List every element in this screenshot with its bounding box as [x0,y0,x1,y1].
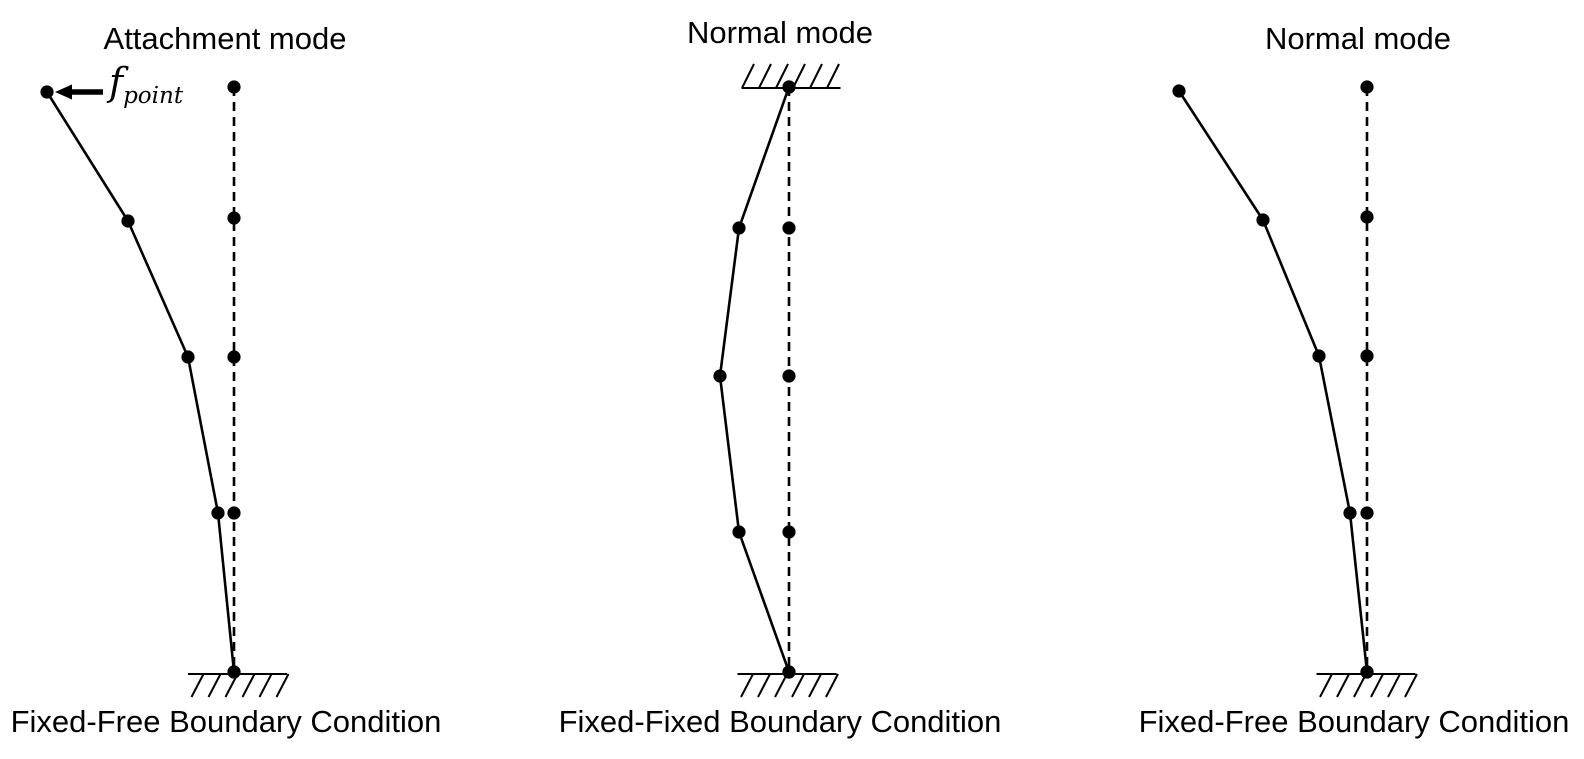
panel-left [40,80,290,698]
hatch-stroke [775,63,789,89]
undeformed-node-dot [1360,349,1374,363]
force-subscript: point [123,83,184,109]
panel-title-middle: Normal mode [686,15,874,50]
hatch-stroke [1336,673,1350,698]
undeformed-node-dot [782,525,796,539]
deflected-shape-line [1177,90,1369,673]
deflected-node-dot [1256,213,1270,227]
deflected-node-dot [121,214,135,228]
hatch-stroke [1319,673,1333,698]
hatch-stroke [741,63,755,89]
hatch-stroke [275,673,290,698]
arrow-head [55,84,72,100]
deflected-node-dot [227,665,241,679]
panel-caption-right: Fixed-Free Boundary Condition [1138,704,1570,739]
panel-title-left: Attachment mode [103,21,347,56]
hatch-stroke [258,673,273,698]
deflected-node-dot [782,80,796,94]
undeformed-node-dot [227,350,241,364]
hatch-stroke [808,673,822,698]
deflected-node-dot [732,221,746,235]
hatch-stroke [190,673,205,698]
undeformed-node-dot [782,221,796,235]
deflected-node-dot [1172,84,1186,98]
hatch-stroke [1404,673,1418,698]
deflected-node-dot [782,665,796,679]
hatch-stroke [792,63,806,89]
force-symbol: f [109,60,124,104]
hatch-stroke [826,63,840,89]
hatch-stroke [758,63,772,89]
undeformed-node-dot [1360,80,1374,94]
hatch-stroke [825,673,839,698]
point-force-arrow [55,84,103,100]
deflected-node-dot [211,506,225,520]
deflected-node-dot [40,85,54,99]
undeformed-node-dot [227,211,241,225]
fixed-support-top [741,63,841,89]
panel-caption-left: Fixed-Free Boundary Condition [10,704,442,739]
undeformed-node-dot [1360,210,1374,224]
hatch-stroke [774,673,788,698]
hatch-stroke [791,673,805,698]
deflected-node-dot [1343,506,1357,520]
undeformed-node-dot [227,506,241,520]
panel-middle [713,63,841,698]
panel-caption-middle: Fixed-Fixed Boundary Condition [558,704,1002,739]
panel-right [1172,80,1418,698]
undeformed-node-dot [227,80,241,94]
deflected-node-dot [1312,349,1326,363]
panel-title-right: Normal mode [1264,21,1452,56]
hatch-stroke [740,673,754,698]
hatch-stroke [757,673,771,698]
undeformed-node-dot [782,369,796,383]
hatch-stroke [1370,673,1384,698]
hatch-stroke [809,63,823,89]
undeformed-node-dot [1360,506,1374,520]
hatch-stroke [241,673,256,698]
deflected-node-dot [1360,665,1374,679]
deflected-node-dot [732,525,746,539]
fixed-support-bottom [188,673,290,698]
hatch-stroke [1387,673,1401,698]
deflected-shape-line [718,86,791,673]
hatch-stroke [207,673,222,698]
deflected-node-dot [713,369,727,383]
deflected-shape-line [45,91,236,673]
deflected-node-dot [181,350,195,364]
force-label: fpoint [109,60,183,108]
